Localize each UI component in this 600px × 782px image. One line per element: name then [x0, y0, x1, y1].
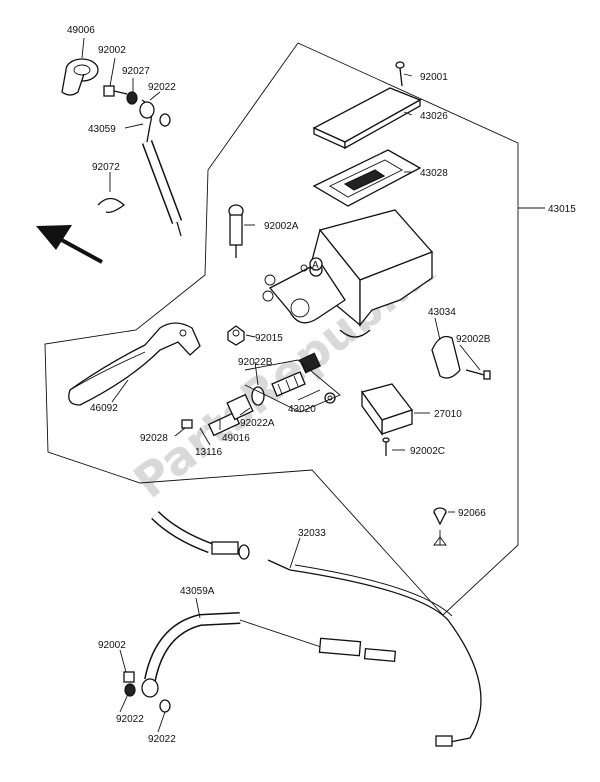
- hose-32033: [151, 511, 482, 747]
- label-92066: 92066: [458, 508, 486, 519]
- assembly-outline: [44, 42, 519, 616]
- label-92027: 92027: [122, 66, 150, 77]
- label-92028: 92028: [140, 433, 168, 444]
- label-43015: 43015: [548, 204, 576, 215]
- label-92022-bottom-2: 92022: [148, 734, 176, 745]
- washer-92027: [126, 91, 138, 105]
- cap-49006: [61, 58, 99, 96]
- bleed-cap-92066: [433, 507, 447, 546]
- bolt-92002-bottom: [123, 671, 135, 683]
- label-92015: 92015: [255, 333, 283, 344]
- master-cylinder-body: A: [262, 209, 434, 338]
- label-43059A: 43059A: [180, 586, 215, 597]
- label-43059: 43059: [88, 124, 116, 135]
- label-92001: 92001: [420, 72, 448, 83]
- nut-92015: [227, 325, 245, 346]
- hose-43059: [139, 99, 183, 237]
- label-27010: 27010: [434, 409, 462, 420]
- screw-92001: [395, 61, 405, 87]
- label-43034: 43034: [428, 307, 456, 318]
- bolt-92002-top: [103, 85, 128, 97]
- label-92002-bottom: 92002: [98, 640, 126, 651]
- callout-a-circle: [309, 257, 323, 271]
- switch-27010: [360, 383, 414, 437]
- leader-lines: [81, 37, 481, 733]
- washer-92022-bottom-1: [124, 683, 136, 697]
- diaphragm-43028: [312, 149, 422, 207]
- label-13116: 13116: [195, 447, 223, 458]
- label-92022A: 92022A: [240, 418, 275, 429]
- washer-92022-top: [159, 113, 171, 127]
- label-92002C: 92002C: [410, 446, 445, 457]
- cap-43026: [312, 87, 422, 150]
- label-92022B: 92022B: [238, 357, 273, 368]
- screw-92002C: [382, 437, 390, 456]
- callout-a: A: [312, 260, 319, 271]
- label-43020: 43020: [288, 404, 316, 415]
- label-43028: 43028: [420, 168, 448, 179]
- label-92002B: 92002B: [456, 334, 491, 345]
- label-92002A: 92002A: [264, 221, 299, 232]
- lever-46092: [68, 322, 201, 406]
- label-92002-top: 92002: [98, 45, 126, 56]
- bolt-92002A: [228, 204, 244, 258]
- hose-43059A: [141, 612, 397, 698]
- label-32033: 32033: [298, 528, 326, 539]
- label-46092: 46092: [90, 403, 118, 414]
- label-49016: 49016: [222, 433, 250, 444]
- washer-92022-bottom-2: [159, 699, 171, 713]
- label-43026: 43026: [420, 111, 448, 122]
- label-92022-top: 92022: [148, 82, 176, 93]
- label-92022-bottom-1: 92022: [116, 714, 144, 725]
- clip-92072: [97, 197, 126, 213]
- label-92072: 92072: [92, 162, 120, 173]
- clamp-43034: [431, 335, 491, 380]
- label-49006: 49006: [67, 25, 95, 36]
- direction-arrow: [36, 225, 103, 264]
- piston-group: [181, 352, 341, 437]
